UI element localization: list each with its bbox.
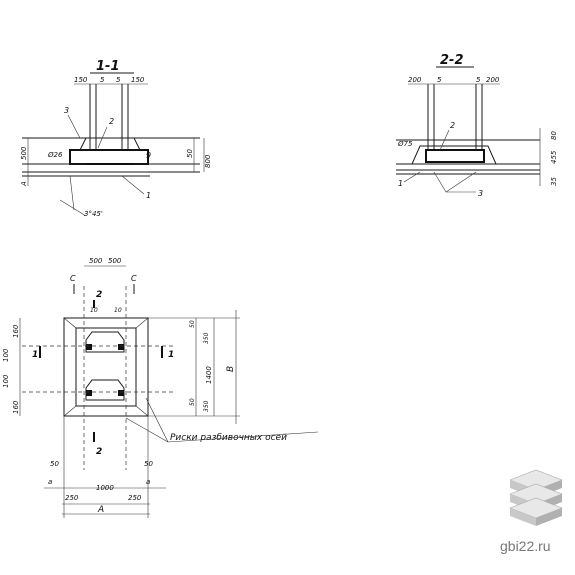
section-2-leader-3b: [445, 171, 477, 193]
plan-label-risks-leader-1: [125, 417, 169, 443]
plan-view: 500 500 C C 2 2 10 10: [2, 257, 319, 518]
plan-dim-250-right: 250: [128, 494, 142, 502]
plan-dim-500-right: 500: [108, 257, 122, 265]
section-2-leader-2: [439, 129, 450, 151]
plan-dim-500-left: 500: [89, 257, 103, 265]
plan-inner-pocket: [75, 327, 137, 407]
section-1-dim-5-left: 5: [100, 76, 105, 84]
plan-section-2-bottom: 2: [96, 447, 102, 457]
section-2-callout-3: 3: [478, 189, 483, 198]
section-2-diameter: Ø75: [397, 140, 413, 148]
section-2-slab: [425, 149, 485, 163]
plan-dim-50-r1: 50: [189, 320, 196, 328]
section-2-dim-5-left: 5: [437, 76, 442, 84]
plan-dim-50-bottom-right: 50: [144, 460, 153, 468]
plan-section-1-right: 1: [168, 350, 174, 360]
plan-section-2-top: 2: [96, 290, 102, 300]
plan-section-1-left: 1: [32, 350, 38, 360]
logo-layer-3-left: [510, 508, 536, 526]
section-1-slab: [69, 149, 149, 165]
section-1-callout-2: 2: [109, 117, 114, 126]
plan-taper-bl: [63, 405, 77, 417]
plan-label-risks-underline: [167, 431, 319, 443]
plan-section-c-left: C: [70, 274, 76, 283]
section-1-dim-a: A: [20, 181, 28, 187]
section-1-dim-500: 500: [20, 146, 28, 160]
section-2-title: 2-2: [440, 53, 464, 68]
plan-dim-160-bottom: 160: [12, 400, 20, 414]
plan-label-risks-leader-2: [145, 397, 169, 443]
plan-bolt-hole-1: [86, 344, 92, 350]
logo-layer-3-right: [536, 508, 562, 526]
section-2-2: 2-2 200 5 5 200 Ø75 80 455 35 2 1 3: [396, 53, 558, 198]
section-1-pocket: [79, 137, 141, 151]
section-1-leader-2: [97, 126, 108, 149]
section-1-chamfer-label: 3°45': [84, 210, 103, 218]
watermark-logo: [509, 469, 563, 526]
section-1-dim-50: 50: [186, 149, 194, 158]
section-2-leader-3a: [433, 171, 476, 193]
section-1-chamfer-leader: [59, 199, 87, 217]
section-1-callout-9: 9: [146, 151, 151, 160]
section-2-dim-455: 455: [550, 150, 558, 164]
section-2-pocket: [411, 145, 497, 165]
plan-bolt-hole-4: [118, 390, 124, 396]
watermark-text: gbi22.ru: [500, 538, 551, 554]
section-2-dim-80: 80: [550, 131, 558, 140]
section-1-dim-150-right: 150: [131, 76, 145, 84]
plan-dim-250-left: 250: [65, 494, 79, 502]
plan-dim-100-top: 100: [2, 348, 10, 362]
section-1-diameter: Ø26: [47, 151, 63, 159]
section-1-chamfer-line: [69, 175, 75, 211]
section-2-dim-200-left: 200: [408, 76, 422, 84]
section-1-1: 1-1 150 5 5 150 500 A 50 800 Ø26 3: [20, 59, 212, 218]
plan-dim-160-top: 160: [12, 324, 20, 338]
plan-dim-50-bottom-left: 50: [50, 460, 59, 468]
plan-dim-b: B: [226, 366, 236, 372]
plan-dim-100-bottom: 100: [2, 374, 10, 388]
plan-bolt-hole-2: [118, 344, 124, 350]
section-1-callout-3: 3: [64, 106, 69, 115]
section-2-dim-5-right: 5: [476, 76, 481, 84]
section-2-callout-1: 1: [398, 179, 403, 188]
section-2-dim-200-right: 200: [486, 76, 500, 84]
section-1-dim-150-left: 150: [74, 76, 88, 84]
section-2-leader-1: [403, 171, 421, 183]
plan-dim-50-r2: 50: [189, 398, 196, 406]
plan-outer-slab: [63, 317, 149, 417]
plan-taper-tl: [63, 317, 77, 329]
section-2-dim-35: 35: [550, 177, 558, 186]
section-2-callout-2: 2: [450, 121, 455, 130]
plan-dim-a-left: a: [48, 478, 52, 486]
section-1-leader-3: [67, 114, 81, 139]
plan-dim-10-a: 10: [90, 307, 98, 314]
plan-anchor-plate-top: [85, 331, 125, 353]
plan-dim-350-r2: 350: [203, 400, 210, 412]
plan-section-c-right: C: [131, 274, 137, 283]
plan-dim-10-b: 10: [114, 307, 122, 314]
plan-dim-1400: 1400: [205, 366, 213, 384]
section-1-callout-1: 1: [146, 191, 151, 200]
plan-taper-tr: [135, 317, 149, 329]
section-1-title: 1-1: [96, 59, 120, 74]
plan-taper-br: [135, 405, 149, 417]
plan-dim-a-bottom: A: [97, 505, 104, 515]
section-1-dim-800: 800: [204, 154, 212, 168]
section-1-leader-1: [121, 175, 145, 195]
plan-dim-350-r1: 350: [203, 332, 210, 344]
section-1-dim-5-right: 5: [116, 76, 121, 84]
plan-bolt-hole-3: [86, 390, 92, 396]
plan-anchor-plate-bottom: [85, 379, 125, 401]
plan-dim-1000: 1000: [96, 484, 114, 492]
